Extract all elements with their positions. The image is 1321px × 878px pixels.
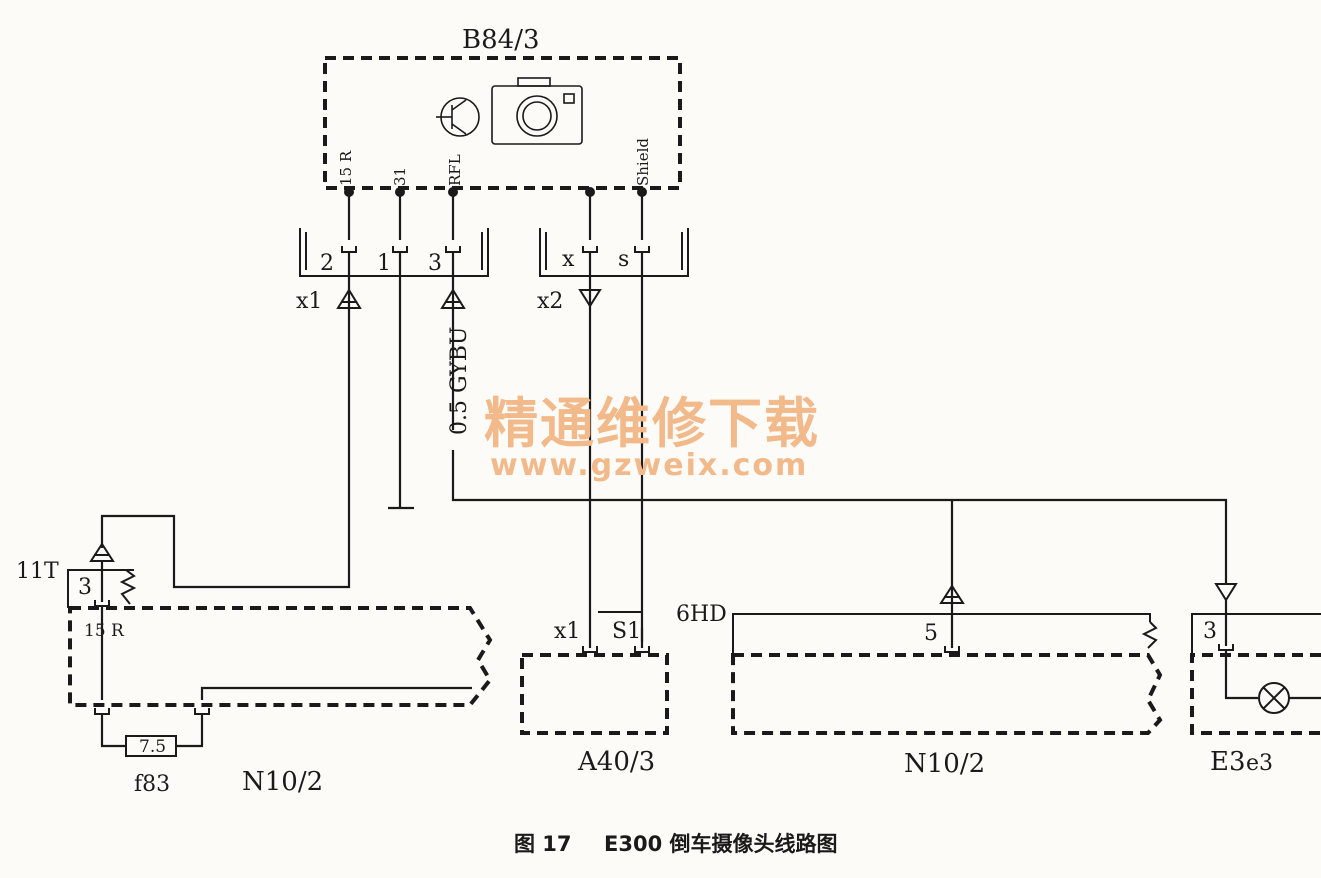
right-control-module: 6HD 5 N10/2: [676, 602, 1163, 779]
x1-pin-3: 3: [428, 251, 442, 276]
left-module-ref: 11T: [16, 559, 59, 584]
lamp-module-label: E3: [1210, 747, 1246, 777]
right-module-label: N10/2: [904, 749, 985, 779]
lamp-module: 3 E3 e3: [1190, 600, 1321, 777]
x2-label: x2: [537, 289, 563, 314]
fuse-label: f83: [134, 772, 170, 797]
right-module-pin: 5: [924, 621, 938, 646]
caption-figure: 图 17: [514, 832, 572, 856]
x1-label: x1: [296, 289, 322, 314]
left-control-module: 11T 3 15 R N10/2: [16, 542, 493, 797]
x1-pin-2: 2: [320, 251, 334, 276]
lamp-module-sublabel: e3: [1246, 751, 1273, 776]
watermark-url: www.gzweix.com: [490, 448, 808, 483]
x2-pin-s: s: [618, 247, 629, 272]
connector-x2: x s x2: [537, 228, 689, 314]
caption-title: E300 倒车摄像头线路图: [604, 832, 838, 856]
camera-pin-31: 31: [391, 167, 409, 186]
connector-x1: 2 1 3 x1: [296, 228, 489, 314]
display-pin-x1: x1: [554, 619, 580, 644]
camera-icon: [491, 77, 583, 145]
lamp-icon: [1258, 682, 1290, 714]
fuse-f83: 7.5 f83: [100, 714, 204, 797]
x2-pin-x: x: [562, 247, 575, 272]
display-module-label: A40/3: [577, 747, 655, 777]
display-pin-s1: S1: [612, 619, 641, 644]
camera-pin-15r: 15 R: [337, 150, 355, 186]
camera-pin-shield: Shield: [634, 138, 652, 186]
left-module-pin: 3: [78, 575, 92, 600]
display-module: x1 S1 A40/3: [520, 611, 669, 777]
watermark-cn: 精通维修下载: [484, 392, 820, 455]
right-module-ref: 6HD: [676, 602, 727, 627]
camera-pin-rfl: RFL: [446, 154, 464, 186]
x1-pin-1: 1: [377, 251, 391, 276]
transistor-icon: [436, 97, 480, 137]
lamp-pin: 3: [1203, 619, 1217, 644]
fuse-value: 7.5: [139, 737, 166, 757]
wire-label-gybu: 0.5 GYBU: [447, 327, 472, 435]
left-module-label: N10/2: [242, 767, 323, 797]
camera-module: B84/3 15 R 31 RFL Shield: [323, 25, 682, 197]
left-module-terminal: 15 R: [84, 621, 125, 641]
camera-module-label: B84/3: [462, 25, 540, 55]
